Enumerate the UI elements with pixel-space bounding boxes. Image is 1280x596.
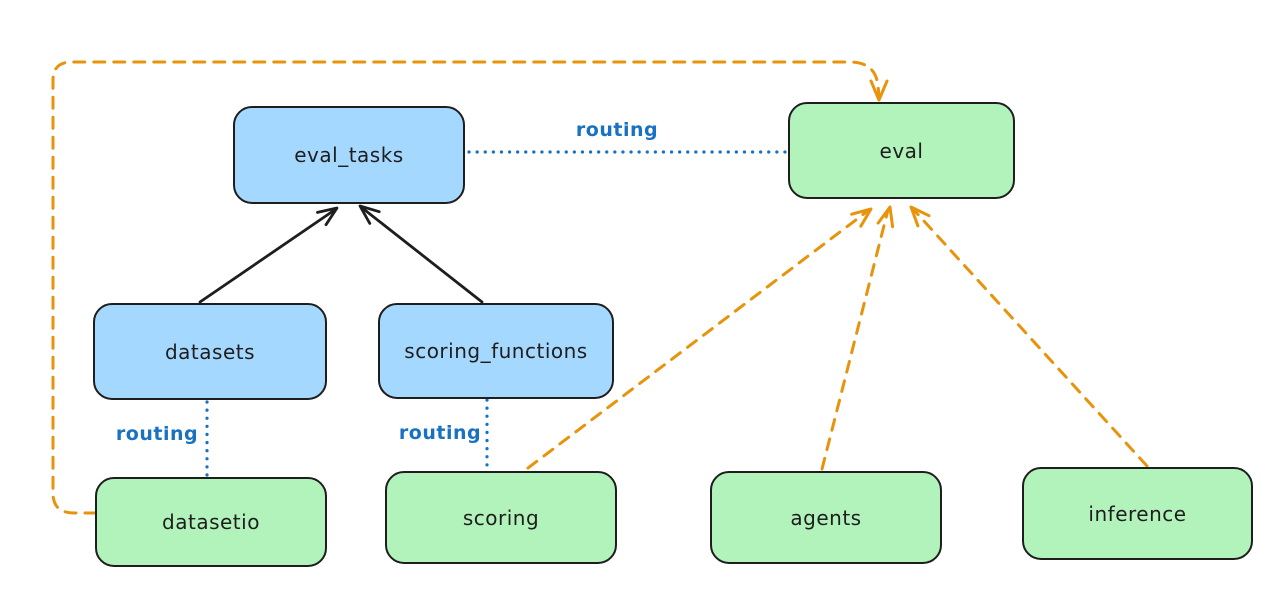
node-inference: inference <box>1022 467 1253 560</box>
node-eval-tasks: eval_tasks <box>233 106 465 204</box>
edge-line <box>359 205 484 304</box>
edge-label-routing-scoring-functions-scoring: routing <box>398 422 482 444</box>
node-agents-label: agents <box>790 505 862 530</box>
edge-line <box>198 207 338 304</box>
arrowhead <box>869 79 889 102</box>
edge-datasets-eval-tasks <box>198 206 339 304</box>
edge-line <box>911 207 1149 468</box>
edge-scoring-eval <box>526 207 873 470</box>
edge-line <box>820 208 890 471</box>
arrowhead <box>358 204 381 225</box>
edge-line <box>526 208 871 470</box>
node-agents: agents <box>710 471 942 564</box>
node-scoring-functions: scoring_functions <box>378 303 614 399</box>
node-datasetio-label: datasetio <box>162 510 260 534</box>
edge-inference-eval <box>909 205 1149 468</box>
edge-scoring-functions-eval-tasks <box>358 204 484 304</box>
edge-label-routing-datasets-datasetio: routing <box>115 423 199 445</box>
edge-label-routing-eval-tasks-eval: routing <box>575 119 659 141</box>
arrowhead <box>316 206 339 227</box>
node-inference-label: inference <box>1088 501 1187 526</box>
node-datasets-label: datasets <box>164 339 256 364</box>
edge-datasetio-eval <box>51 60 889 515</box>
node-eval-label: eval <box>879 138 924 163</box>
arrowhead <box>909 205 931 228</box>
edge-line <box>51 60 881 515</box>
node-eval: eval <box>788 102 1015 199</box>
edge-agents-eval <box>820 205 895 471</box>
arrowhead <box>876 205 895 229</box>
node-scoring: scoring <box>385 471 617 564</box>
arrowhead <box>850 207 873 228</box>
node-scoring-label: scoring <box>462 505 540 530</box>
node-scoring-functions-label: scoring_functions <box>404 339 588 363</box>
node-datasets: datasets <box>93 303 327 400</box>
node-datasetio: datasetio <box>95 477 327 567</box>
node-eval-tasks-label: eval_tasks <box>294 143 404 167</box>
